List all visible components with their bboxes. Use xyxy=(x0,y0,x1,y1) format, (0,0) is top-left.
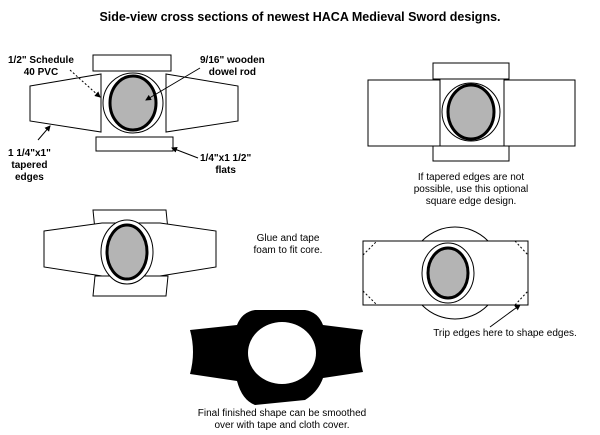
top-flat xyxy=(92,54,172,72)
square-design xyxy=(367,62,576,162)
trip-edge-design xyxy=(362,226,529,328)
top-flat xyxy=(432,62,510,80)
core-hole xyxy=(248,322,316,384)
trip-note: Trip edges here to shape edges. xyxy=(433,328,577,339)
left-tapered-edge xyxy=(29,73,102,133)
dowel-rod xyxy=(105,223,149,281)
trip-lines xyxy=(362,240,529,306)
pvc-arrow xyxy=(69,69,101,98)
final-shape xyxy=(190,310,363,405)
tapered-arrow xyxy=(37,125,51,141)
bottom-flat xyxy=(432,145,510,162)
dowel-arrow xyxy=(145,67,201,101)
flats-label: 1/4"x1 1/2"flats xyxy=(200,153,252,176)
dowel-rod xyxy=(446,83,496,141)
tapered-design xyxy=(29,54,239,159)
dowel-rod xyxy=(426,246,470,300)
page-title: Side-view cross sections of newest HACA … xyxy=(99,10,501,24)
dowel-rod xyxy=(108,74,158,132)
right-square-edge xyxy=(503,79,576,147)
right-tapered-edge xyxy=(165,73,239,133)
trip-arrow xyxy=(489,304,521,328)
glued-design xyxy=(43,209,217,297)
left-square-edge xyxy=(367,79,441,147)
flats-arrow xyxy=(171,146,199,159)
bottom-flat xyxy=(95,136,174,152)
